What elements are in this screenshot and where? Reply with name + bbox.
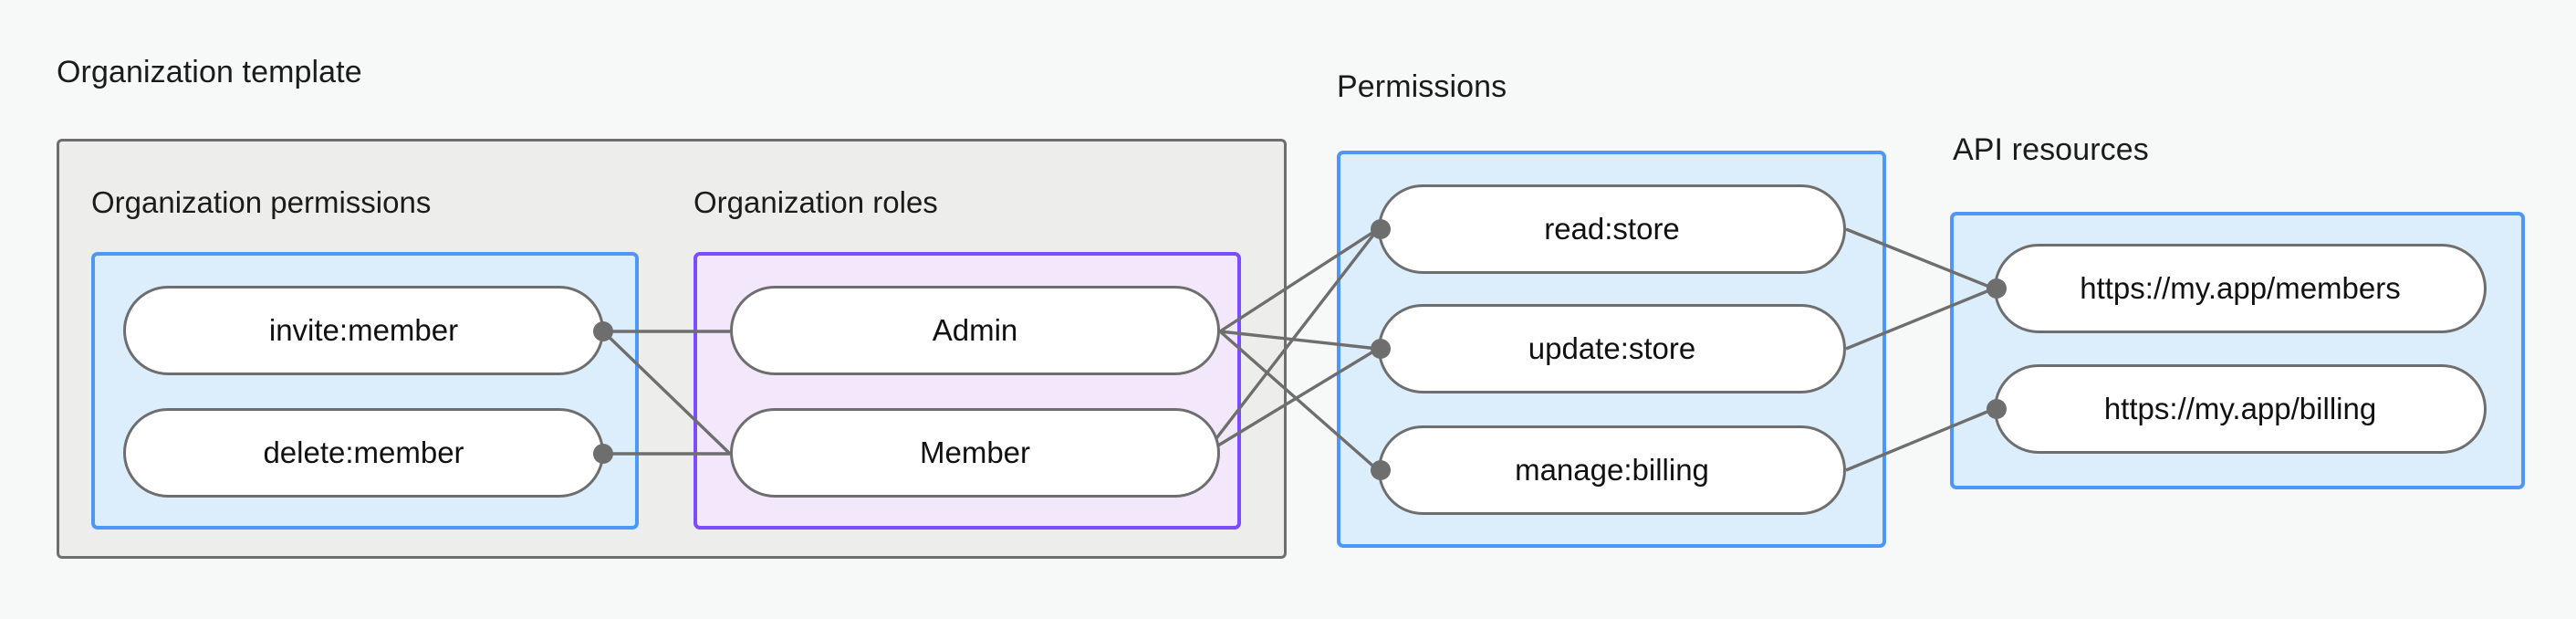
node-member[interactable]: Member [730,408,1220,498]
permissions-title: Permissions [1337,69,1507,104]
node-invite-member[interactable]: invite:member [123,286,604,375]
node-update-store[interactable]: update:store [1378,304,1846,393]
node-https-my-app-members[interactable]: https://my.app/members [1994,244,2487,333]
organization-permissions-title: Organization permissions [91,185,432,219]
node-delete-member[interactable]: delete:member [123,408,604,498]
node-manage-billing[interactable]: manage:billing [1378,425,1846,515]
node-https-my-app-billing[interactable]: https://my.app/billing [1994,364,2487,454]
api-resources-title: API resources [1953,132,2149,167]
node-read-store[interactable]: read:store [1378,184,1846,274]
organization-roles-title: Organization roles [694,185,938,219]
node-admin[interactable]: Admin [730,286,1220,375]
organization-template-title: Organization template [57,55,362,89]
